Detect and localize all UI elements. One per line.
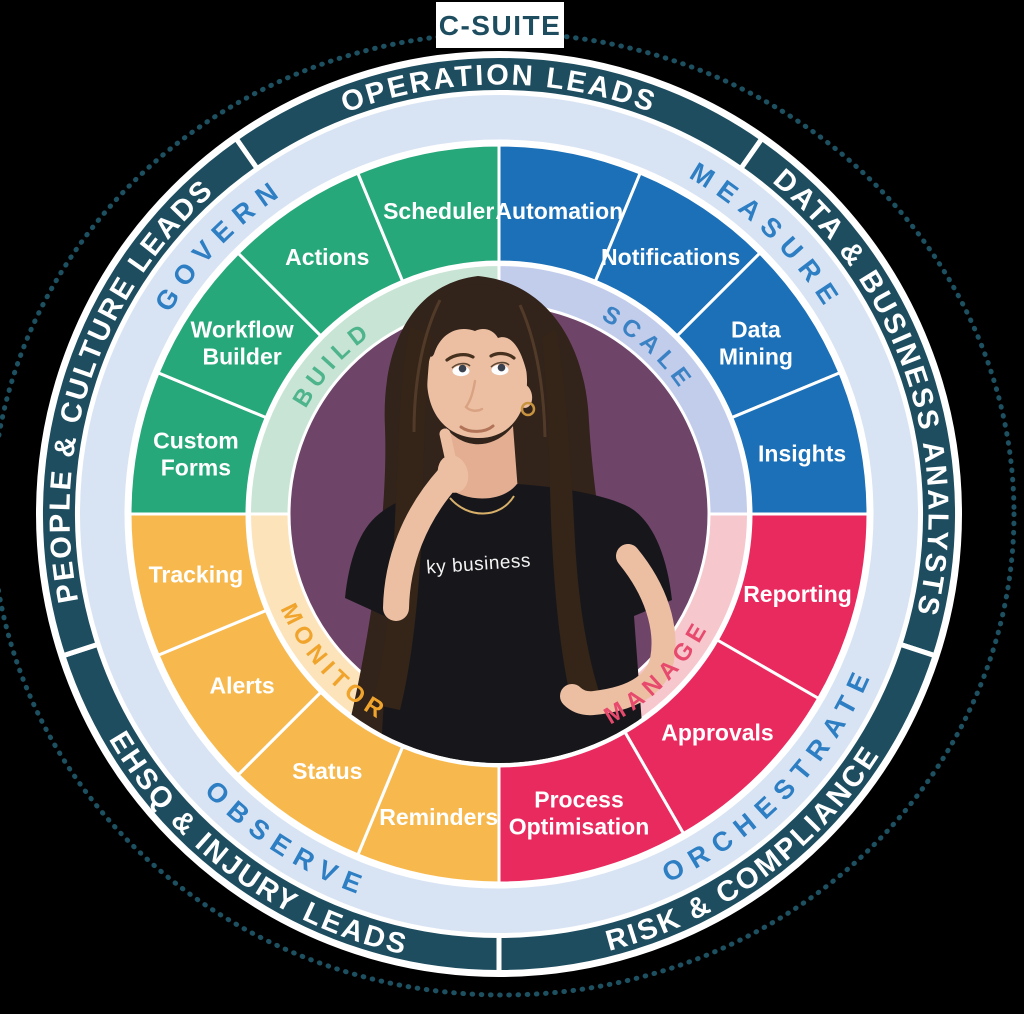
c-suite-badge-label: C-SUITE (439, 10, 562, 41)
outer-ring-segment-people-culture-leads (37, 134, 261, 659)
hair-highlight-right (518, 304, 547, 438)
pointing-finger (439, 428, 458, 472)
eyelid-right (490, 361, 510, 368)
segment-label-approvals: Approvals (661, 720, 773, 746)
mid-ring (80, 95, 918, 933)
arm-left-on-hip (560, 544, 676, 716)
iris-left (458, 364, 467, 373)
arm-right-forearm (383, 464, 462, 621)
hair-strand-left (372, 326, 432, 710)
segment-label-actions: Actions (285, 244, 369, 270)
segment-label-scheduler: Scheduler (383, 198, 494, 224)
segment-label-reminders: Reminders (379, 804, 498, 830)
segment-label-tracking: Tracking (149, 561, 244, 587)
iris-right (497, 363, 506, 372)
hand-right (437, 455, 469, 493)
segment-label-insights: Insights (758, 441, 846, 467)
c-suite-badge (436, 2, 564, 48)
hair-bangs (426, 284, 533, 378)
hair-strand-right (542, 328, 601, 708)
eyebrow-right (489, 351, 516, 360)
eyebrow-left (445, 353, 475, 362)
hair-highlight-left (412, 299, 442, 433)
earring (520, 401, 536, 417)
person-illustration: ky business (344, 276, 676, 763)
nose (464, 379, 484, 412)
segment-label-notifications: Notifications (601, 244, 740, 270)
mouth (459, 424, 495, 433)
necklace (449, 495, 515, 515)
segment-label-alerts: Alerts (209, 673, 274, 699)
segment-label-status: Status (292, 758, 362, 784)
segment-label-automation: Automation (495, 198, 623, 224)
eyelid-left (451, 362, 471, 369)
segment-label-reporting: Reporting (743, 581, 852, 607)
